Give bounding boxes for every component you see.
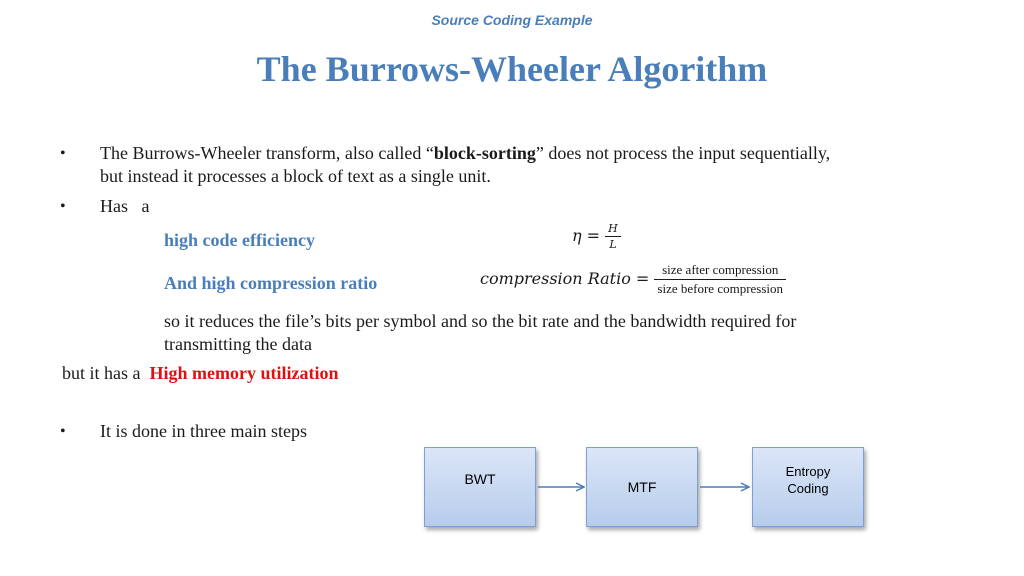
bullet-three-steps: It is done in three main steps (100, 421, 307, 441)
efficiency-label: high code efficiency (164, 230, 315, 250)
slide-subtitle: Source Coding Example (431, 12, 593, 28)
slide-title: The Burrows-Wheeler Algorithm (256, 49, 768, 89)
entropy-coding-box: Entropy Coding (752, 447, 864, 527)
bullet-text-b: ” does not process the input sequentiall… (535, 143, 831, 163)
memory-line: but it has a High memory utilization (62, 362, 338, 385)
compression-formula: compression Ratio = size after compressi… (480, 262, 787, 297)
explanation-line-2: transmitting the data (164, 334, 312, 354)
efficiency-lhs: η = (572, 226, 601, 245)
bwt-box: BWT (424, 447, 536, 527)
compression-numerator: size after compression (654, 262, 787, 280)
bullet-marker: • (60, 145, 66, 162)
compression-lhs: compression Ratio = (480, 269, 650, 288)
compression-label: And high compression ratio (164, 273, 378, 293)
compression-fraction: size after compression size before compr… (654, 262, 787, 297)
bullet-text-a: The Burrows-Wheeler transform, also call… (100, 143, 434, 163)
efficiency-fraction: H L (605, 222, 621, 251)
explanation-text: so it reduces the file’s bits per symbol… (164, 310, 984, 356)
efficiency-numerator: H (605, 222, 621, 237)
bullet-marker: • (60, 198, 66, 215)
bullet-line-1: The Burrows-Wheeler transform, also call… (100, 142, 1000, 165)
bullet-line-2: but instead it processes a block of text… (100, 166, 491, 186)
efficiency-denominator: L (609, 238, 617, 251)
compression-denominator: size before compression (657, 281, 784, 296)
bullet-block-sorting: The Burrows-Wheeler transform, also call… (100, 142, 1000, 188)
efficiency-formula: η = H L (572, 222, 621, 251)
bullet-has-a: Has a (100, 196, 150, 216)
block-sorting-term: block-sorting (433, 143, 536, 163)
mtf-box: MTF (586, 447, 698, 527)
entropy-coding-box-label: Entropy Coding (785, 464, 831, 496)
bullet-marker: • (60, 423, 66, 440)
bwt-box-label: BWT (464, 471, 496, 487)
mtf-box-label: MTF (627, 479, 657, 495)
explanation-line-1: so it reduces the file’s bits per symbol… (164, 311, 797, 331)
memory-prefix: but it has a (62, 363, 141, 383)
memory-highlight: High memory utilization (149, 363, 339, 383)
